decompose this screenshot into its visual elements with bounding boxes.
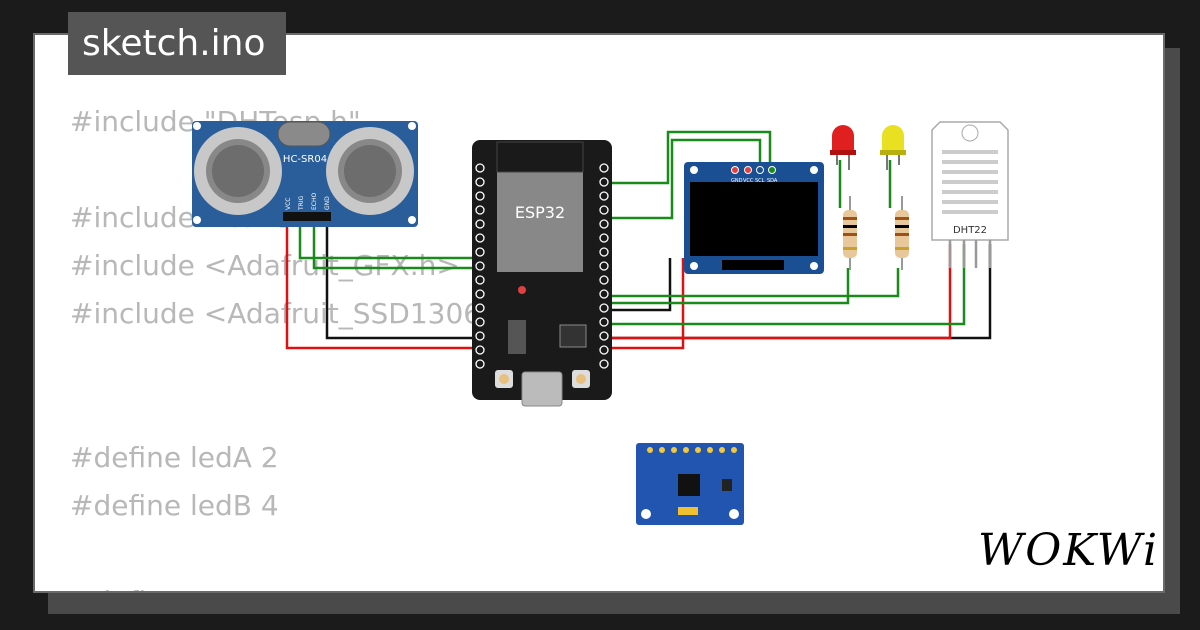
esp32-label: ESP32 [515, 203, 565, 222]
svg-text:SDA: SDA [767, 178, 778, 184]
svg-text:GND: GND [324, 196, 331, 210]
svg-text:SCL: SCL [755, 178, 765, 184]
wire-trig[interactable] [298, 218, 472, 260]
oled-display[interactable]: GND VCC SCL SDA [684, 162, 824, 274]
imu-module[interactable] [636, 443, 744, 525]
dht22-sensor[interactable]: DHT22 [931, 121, 1009, 268]
wire-led-red[interactable] [607, 268, 850, 305]
esp32-board[interactable]: ESP32 [472, 140, 612, 407]
wire-echo[interactable] [312, 218, 472, 270]
svg-text:TRIG: TRIG [298, 195, 305, 211]
wokwi-logo: WOKWi [978, 525, 1160, 576]
wire-black-oled[interactable] [607, 258, 672, 312]
resistor-yellow[interactable] [895, 196, 909, 270]
resistor-red[interactable] [843, 196, 857, 270]
led-red[interactable] [830, 125, 856, 170]
wire-dht-data[interactable] [607, 244, 966, 326]
wire-gnd[interactable] [325, 218, 992, 340]
code-line: #define ledB 4 [70, 489, 279, 522]
code-line: #define DHT_PIN 15 [70, 585, 354, 591]
led-yellow[interactable] [880, 125, 906, 170]
svg-text:VCC: VCC [743, 178, 754, 184]
code-line: #define ledA 2 [70, 441, 279, 474]
wire-led-yellow[interactable] [607, 268, 900, 298]
file-tab[interactable]: sketch.ino [68, 12, 286, 75]
wire-sda[interactable] [607, 138, 762, 220]
svg-text:ECHO: ECHO [311, 193, 318, 210]
ultrasonic-label: HC-SR04 [283, 154, 327, 165]
svg-text:VCC: VCC [285, 198, 292, 210]
ultrasonic-sensor[interactable]: HC-SR04 VCC TRIG ECHO GND [192, 121, 418, 227]
svg-text:GND: GND [731, 178, 743, 184]
dht22-label: DHT22 [953, 225, 987, 236]
wire-scl[interactable] [607, 130, 772, 185]
code-line: #include <Adafruit_GFX.h> [70, 249, 460, 282]
wire-red-dht[interactable] [607, 244, 952, 340]
